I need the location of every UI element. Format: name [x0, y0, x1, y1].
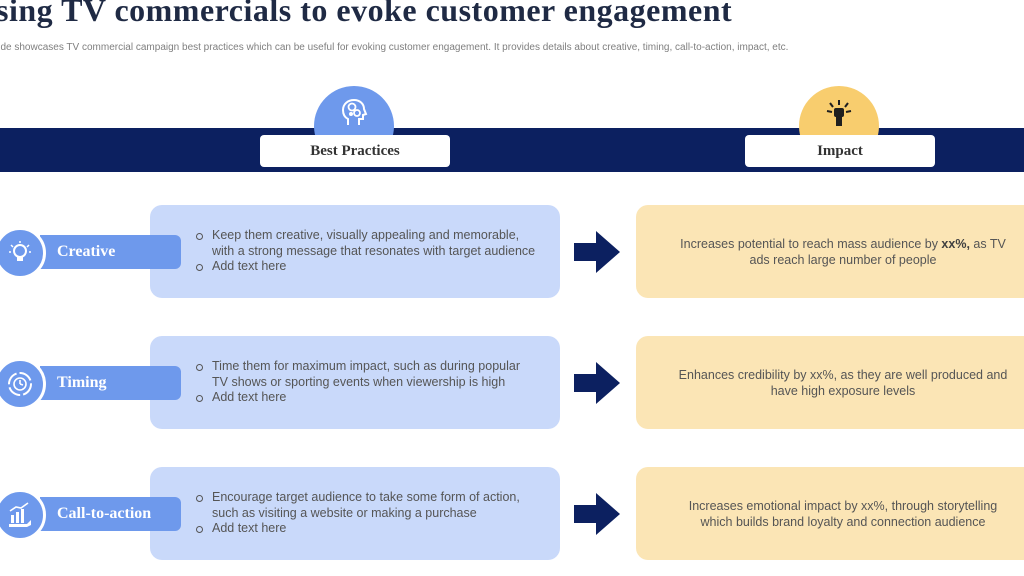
bullet-item: Add text here [194, 390, 539, 406]
row-call-to-action: Encourage target audience to take some f… [0, 467, 1024, 561]
impact-text: Enhances credibility by xx%, as they are… [678, 367, 1008, 398]
clock-cycle-icon [8, 372, 32, 396]
head-gears-icon [341, 98, 368, 125]
lightbulb-icon [9, 241, 31, 261]
bullet-item: Keep them creative, visually appealing a… [194, 228, 539, 259]
impact-card: Increases emotional impact by xx%, throu… [636, 467, 1024, 560]
impact-card: Increases potential to reach mass audien… [636, 205, 1024, 298]
best-practice-card: Time them for maximum impact, such as du… [150, 336, 560, 429]
row-creative: Keep them creative, visually appealing a… [0, 205, 1024, 299]
impact-text: Increases emotional impact by xx%, throu… [688, 498, 998, 529]
row-label-creative: Creative [40, 235, 181, 269]
best-practices-header: Best Practices [260, 135, 450, 167]
bullet-item: Add text here [194, 259, 539, 275]
page-subtitle: lide showcases TV commercial campaign be… [0, 42, 789, 53]
impact-card: Enhances credibility by xx%, as they are… [636, 336, 1024, 429]
bullet-item: Add text here [194, 521, 539, 537]
best-practice-card: Keep them creative, visually appealing a… [150, 205, 560, 298]
raised-fist-icon [826, 100, 852, 126]
bullet-list: Time them for maximum impact, such as du… [194, 336, 539, 429]
hand-growth-chart-icon [9, 502, 31, 527]
row-timing: Time them for maximum impact, such as du… [0, 336, 1024, 430]
best-practice-card: Encourage target audience to take some f… [150, 467, 560, 560]
row-icon-circle [0, 227, 46, 279]
impact-text: Increases potential to reach mass audien… [680, 236, 1006, 267]
row-icon-circle [0, 358, 46, 410]
bullet-list: Encourage target audience to take some f… [194, 467, 539, 560]
page-title: sing TV commercials to evoke customer en… [0, 0, 733, 28]
impact-header: Impact [745, 135, 935, 167]
row-label-call-to-action: Call-to-action [40, 497, 181, 531]
bullet-list: Keep them creative, visually appealing a… [194, 205, 539, 298]
bullet-item: Time them for maximum impact, such as du… [194, 359, 539, 390]
arrow-right-icon [574, 231, 620, 273]
row-label-timing: Timing [40, 366, 181, 400]
row-icon-circle [0, 489, 46, 541]
arrow-right-icon [574, 493, 620, 535]
arrow-right-icon [574, 362, 620, 404]
bullet-item: Encourage target audience to take some f… [194, 490, 539, 521]
